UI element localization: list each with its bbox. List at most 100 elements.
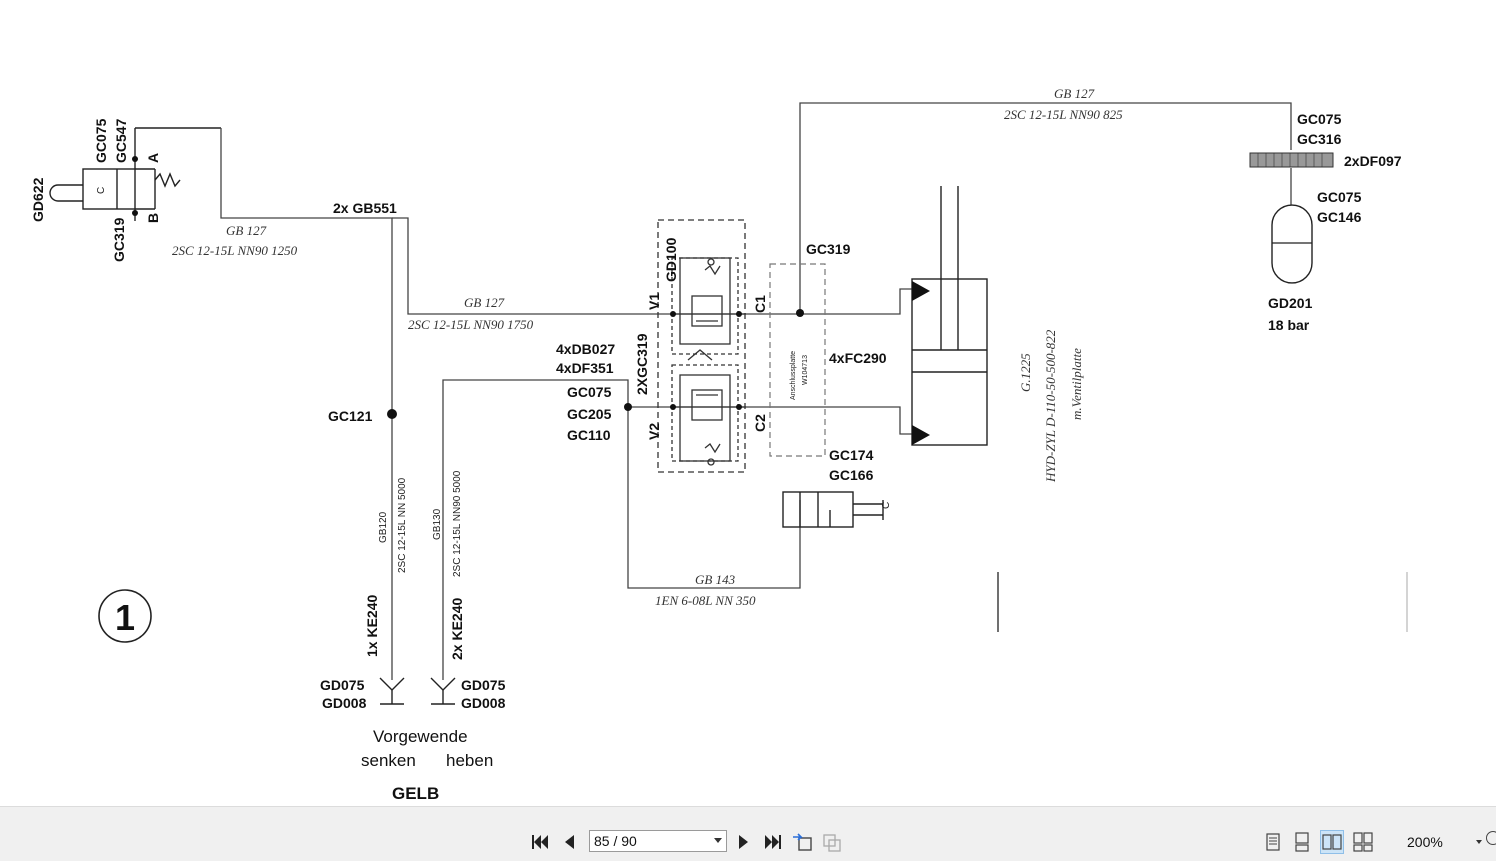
label-gd201: GD201	[1268, 295, 1313, 311]
label-gd100: GD100	[663, 237, 679, 282]
continuous-view-button[interactable]	[1290, 830, 1314, 854]
two-page-view-button[interactable]	[1320, 830, 1344, 854]
junction-gc319	[796, 309, 804, 317]
two-page-continuous-view-button[interactable]	[1351, 830, 1375, 854]
page-number-field[interactable]	[589, 830, 727, 852]
label-gc075-r2: GC075	[1317, 189, 1362, 205]
junction-gc121	[387, 409, 397, 419]
label-gc075-r1: GC075	[1297, 111, 1342, 127]
port-a-dot	[132, 156, 138, 162]
label-gc075-mid: GC075	[567, 384, 612, 400]
cylinder-port-arrow-bottom	[912, 425, 930, 445]
zoom-level-value: 200%	[1407, 834, 1443, 850]
connection-plate	[769, 263, 826, 457]
label-1xke240: 1x KE240	[364, 595, 380, 657]
label-gc166: GC166	[829, 467, 874, 483]
cylinder-spec: HYD-ZYL D-110-50-500-822	[1043, 329, 1058, 483]
single-page-icon	[1266, 833, 1280, 851]
port-v2-dot	[670, 404, 676, 410]
hose2-bottom: 2SC 12-15L NN90 1750	[408, 317, 534, 332]
page-number-input[interactable]	[590, 831, 704, 851]
label-4xdb027: 4xDB027	[556, 341, 615, 357]
hose1-top: GB 127	[226, 223, 267, 238]
label-4xdf351: 4xDF351	[556, 360, 614, 376]
label-4xfc290: 4xFC290	[829, 350, 887, 366]
caption-heben: heben	[446, 751, 493, 770]
label-c1: C1	[752, 295, 768, 313]
label-2xgb551: 2x GB551	[333, 200, 397, 216]
circle-number: 1	[115, 597, 135, 638]
directional-valve-top-left	[49, 127, 221, 221]
hydraulic-cylinder	[911, 186, 988, 446]
next-page-button[interactable]	[731, 830, 755, 854]
coupler-left	[379, 677, 405, 705]
label-gd075-right: GD075	[461, 677, 506, 693]
label-18bar: 18 bar	[1268, 317, 1310, 333]
two-page-icon	[1322, 834, 1342, 850]
label-gc146: GC146	[1317, 209, 1362, 225]
hose-v1: GB120	[378, 511, 389, 543]
hose-v2b: 2SC 12-15L NN90 5000	[452, 470, 463, 577]
label-gc319-left: GC319	[111, 217, 127, 262]
label-gc319-mid: GC319	[806, 241, 851, 257]
hose3-bottom: 2SC 12-15L NN90 825	[1004, 107, 1123, 122]
caption-senken: senken	[361, 751, 416, 770]
label-gd075-left: GD075	[320, 677, 365, 693]
label-v2: V2	[646, 423, 662, 440]
hose4-bottom: 1EN 6-08L NN 350	[655, 593, 756, 608]
caption-vorgewende: Vorgewende	[373, 727, 468, 746]
port-v1-dot	[670, 311, 676, 317]
label-c2: C2	[752, 414, 768, 432]
label-2xgc319: 2XGC319	[634, 333, 650, 395]
filter-element	[1249, 152, 1334, 168]
previous-page-button[interactable]	[557, 830, 581, 854]
first-page-button[interactable]	[529, 830, 553, 854]
port-b-dot	[132, 210, 138, 216]
label-v1: V1	[646, 293, 662, 310]
hose2-top: GB 127	[464, 295, 505, 310]
label-port-a: A	[145, 153, 161, 163]
hose-v1b: 2SC 12-15L NN 5000	[397, 477, 408, 573]
previous-view-button[interactable]	[790, 830, 814, 854]
junction-gc205	[624, 403, 632, 411]
filter-hatch	[1257, 153, 1323, 167]
navigation-toolbar: 200%	[0, 806, 1496, 861]
next-view-icon	[823, 834, 841, 852]
zoom-level-select[interactable]: 200%	[1400, 832, 1490, 852]
cylinder-note: m.Ventilplatte	[1069, 348, 1084, 420]
document-viewport[interactable]: GD622 GC075 GC547 A B GC319 C 2x GB551 G…	[0, 0, 1496, 806]
label-valve2-c: C	[881, 502, 892, 509]
page-dropdown-chevron-icon[interactable]	[714, 838, 722, 843]
label-port-b: B	[145, 213, 161, 223]
hose3-top: GB 127	[1054, 86, 1095, 101]
label-gc110: GC110	[567, 427, 611, 443]
two-page-continuous-icon	[1353, 832, 1373, 852]
hydraulic-schematic: GD622 GC075 GC547 A B GC319 C 2x GB551 G…	[30, 86, 1408, 803]
last-page-icon	[765, 835, 781, 849]
last-page-button[interactable]	[760, 830, 784, 854]
next-view-button[interactable]	[820, 830, 844, 854]
label-gc547: GC547	[113, 118, 129, 163]
hose-v2: GB130	[432, 508, 443, 540]
next-page-icon	[739, 835, 748, 849]
cylinder-port-arrow-top	[912, 281, 930, 301]
label-valve-c: C	[96, 187, 107, 194]
single-page-view-button[interactable]	[1261, 830, 1285, 854]
label-gd008-right: GD008	[461, 695, 506, 711]
previous-page-icon	[565, 835, 574, 849]
previous-view-icon	[793, 833, 812, 851]
label-anschluss: Anschlussplatte	[790, 351, 797, 400]
coupler-right	[430, 677, 456, 705]
hose4-top: GB 143	[695, 572, 736, 587]
label-2xdf097: 2xDF097	[1344, 153, 1402, 169]
zoom-dropdown-chevron-icon[interactable]	[1476, 840, 1482, 844]
valve-block-gd100	[657, 219, 746, 473]
directional-valve-bottom	[782, 491, 884, 528]
cylinder-code: G.1225	[1018, 353, 1033, 392]
label-gd008-left: GD008	[322, 695, 367, 711]
first-page-icon	[532, 835, 548, 849]
zoom-in-icon[interactable]	[1486, 831, 1496, 845]
label-gc316: GC316	[1297, 131, 1342, 147]
accumulator	[1271, 204, 1313, 284]
label-2xke240: 2x KE240	[449, 598, 465, 660]
